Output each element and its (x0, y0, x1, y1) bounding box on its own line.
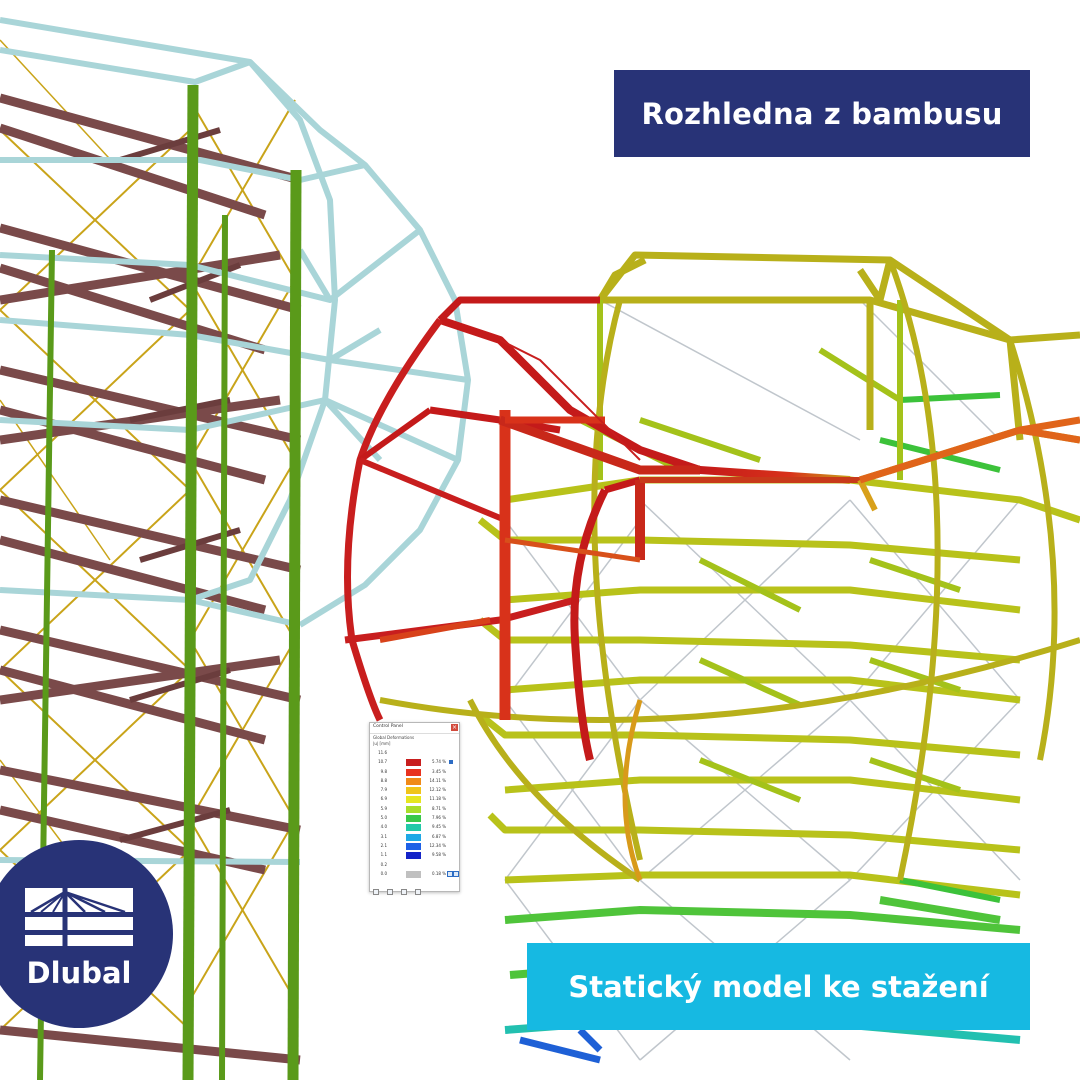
close-icon[interactable]: × (451, 724, 458, 731)
legend-swatch (406, 870, 421, 878)
legend-row: 2.1 12.34 % (372, 842, 456, 851)
right-tower-top-frame (596, 251, 1080, 484)
deformed-dome (344, 296, 878, 761)
legend-swatch (406, 759, 421, 767)
download-model-button[interactable]: Statický model ke stažení (527, 943, 1030, 1030)
color-scale-icon[interactable] (373, 889, 379, 895)
legend-swatch (406, 833, 421, 841)
legend-row: 7.9 12.12 % (372, 786, 456, 795)
legend-row: 10.7 5.74 % (372, 758, 456, 767)
legend-swatch (406, 796, 421, 804)
options-icon[interactable] (415, 889, 422, 895)
legend-swatch (406, 805, 421, 813)
legend-row: 5.9 8.71 % (372, 805, 456, 814)
legend-row: 11.6 (372, 749, 456, 758)
left-tower-columns (182, 84, 302, 1080)
legend-percent: 0.18 % (432, 870, 446, 876)
dlubal-logo[interactable]: Dlubal (0, 840, 173, 1028)
legend-value: 3.1 (380, 833, 387, 839)
legend-handle-icon[interactable] (449, 760, 453, 765)
control-panel-title: Control Panel (373, 724, 403, 729)
legend-settings-icon[interactable] (447, 871, 453, 877)
legend-swatch (406, 842, 421, 850)
legend-percent: 5.74 % (432, 759, 446, 765)
legend-percent: 6.87 % (432, 833, 446, 839)
legend-value: 5.9 (380, 805, 387, 811)
balance-icon[interactable] (387, 889, 394, 895)
legend-swatch (406, 787, 421, 795)
legend-row: 8.8 14.11 % (372, 777, 456, 786)
legend-row: 0.2 (372, 861, 456, 870)
legend-value: 7.9 (380, 787, 387, 793)
legend-row: 3.1 6.87 % (372, 833, 456, 842)
legend-value: 5.0 (380, 815, 387, 821)
legend-percent: 11.18 % (429, 796, 446, 802)
legend-row: 5.0 7.96 % (372, 814, 456, 823)
legend-swatch (406, 768, 421, 776)
deformation-legend: 11.6 10.7 5.74 % 9.8 3.45 % 8.8 14.11 % 7.9 12.1… (372, 749, 456, 879)
legend-row: 9.8 3.45 % (372, 768, 456, 777)
legend-row: 4.0 9.45 % (372, 823, 456, 832)
title-banner: Rozhledna z bambusu (614, 70, 1030, 157)
filter-icon[interactable] (401, 889, 408, 895)
legend-percent: 14.11 % (429, 777, 446, 783)
control-panel-subtitle: Global Deformations (373, 735, 415, 740)
legend-row: 1.1 9.58 % (372, 851, 456, 860)
control-panel[interactable]: Control Panel × Global Deformations |u| … (369, 722, 460, 895)
legend-swatch (406, 852, 421, 860)
control-panel-titlebar[interactable]: Control Panel × (370, 723, 459, 734)
control-panel-toolbar (373, 880, 455, 895)
legend-percent: 9.58 % (432, 852, 446, 858)
legend-swatch (406, 777, 421, 785)
legend-percent: 12.12 % (429, 787, 446, 793)
legend-percent: 12.34 % (429, 842, 446, 848)
left-tower-stairs (0, 93, 302, 1065)
legend-value: 10.7 (378, 759, 387, 765)
legend-percent: 3.45 % (432, 768, 446, 774)
legend-value: 0.2 (380, 861, 387, 867)
legend-value: 11.6 (378, 750, 387, 755)
legend-swatch (406, 824, 421, 832)
legend-percent: 8.71 % (432, 805, 446, 811)
right-dome-frame (379, 258, 1080, 883)
download-model-label: Statický model ke stažení (568, 969, 989, 1004)
page-title: Rozhledna z bambusu (641, 96, 1003, 131)
bridge-logo-icon (25, 888, 133, 946)
legend-value: 0.0 (380, 870, 387, 876)
control-panel-unit: |u| [mm] (373, 741, 391, 746)
legend-percent: 7.96 % (432, 815, 446, 821)
legend-value: 8.8 (380, 777, 387, 783)
legend-value: 4.0 (380, 824, 387, 830)
legend-value: 6.9 (380, 796, 387, 802)
right-tower-rings (477, 476, 1080, 899)
legend-swatch (406, 815, 421, 823)
legend-value: 1.1 (380, 852, 387, 858)
legend-row: 0.0 0.18 % (372, 870, 456, 879)
legend-value: 2.1 (380, 842, 387, 848)
legend-row: 6.9 11.18 % (372, 795, 456, 804)
legend-expand-icon[interactable] (453, 871, 459, 877)
legend-value: 9.8 (380, 768, 387, 774)
legend-percent: 9.45 % (432, 824, 446, 830)
logo-text: Dlubal (26, 956, 132, 990)
